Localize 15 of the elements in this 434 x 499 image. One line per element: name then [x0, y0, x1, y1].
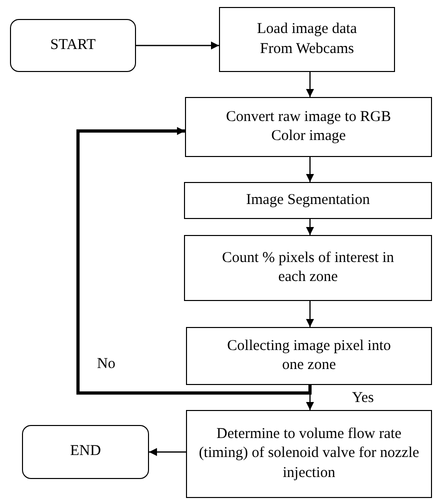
process-box: Collecting image pixel into one zone: [186, 327, 432, 385]
arrow: [76, 127, 312, 395]
process-box: Image Segmentation: [184, 182, 432, 219]
arrow: [306, 301, 314, 327]
arrow: [306, 157, 314, 182]
arrow: [306, 219, 314, 235]
terminal-box: END: [22, 425, 149, 479]
process-box: Convert raw image to RGB Color image: [185, 97, 432, 157]
process-box: Determine to volume flow rate (timing) of solenoid valve for nozzle injection: [186, 410, 432, 498]
arrow: [136, 42, 219, 50]
terminal-box: START: [10, 19, 136, 72]
arrow: [306, 72, 314, 97]
process-box: Load image data From Webcams: [219, 7, 395, 72]
arrow: [149, 448, 186, 456]
process-box: Count % pixels of interest in each zone: [184, 235, 432, 301]
